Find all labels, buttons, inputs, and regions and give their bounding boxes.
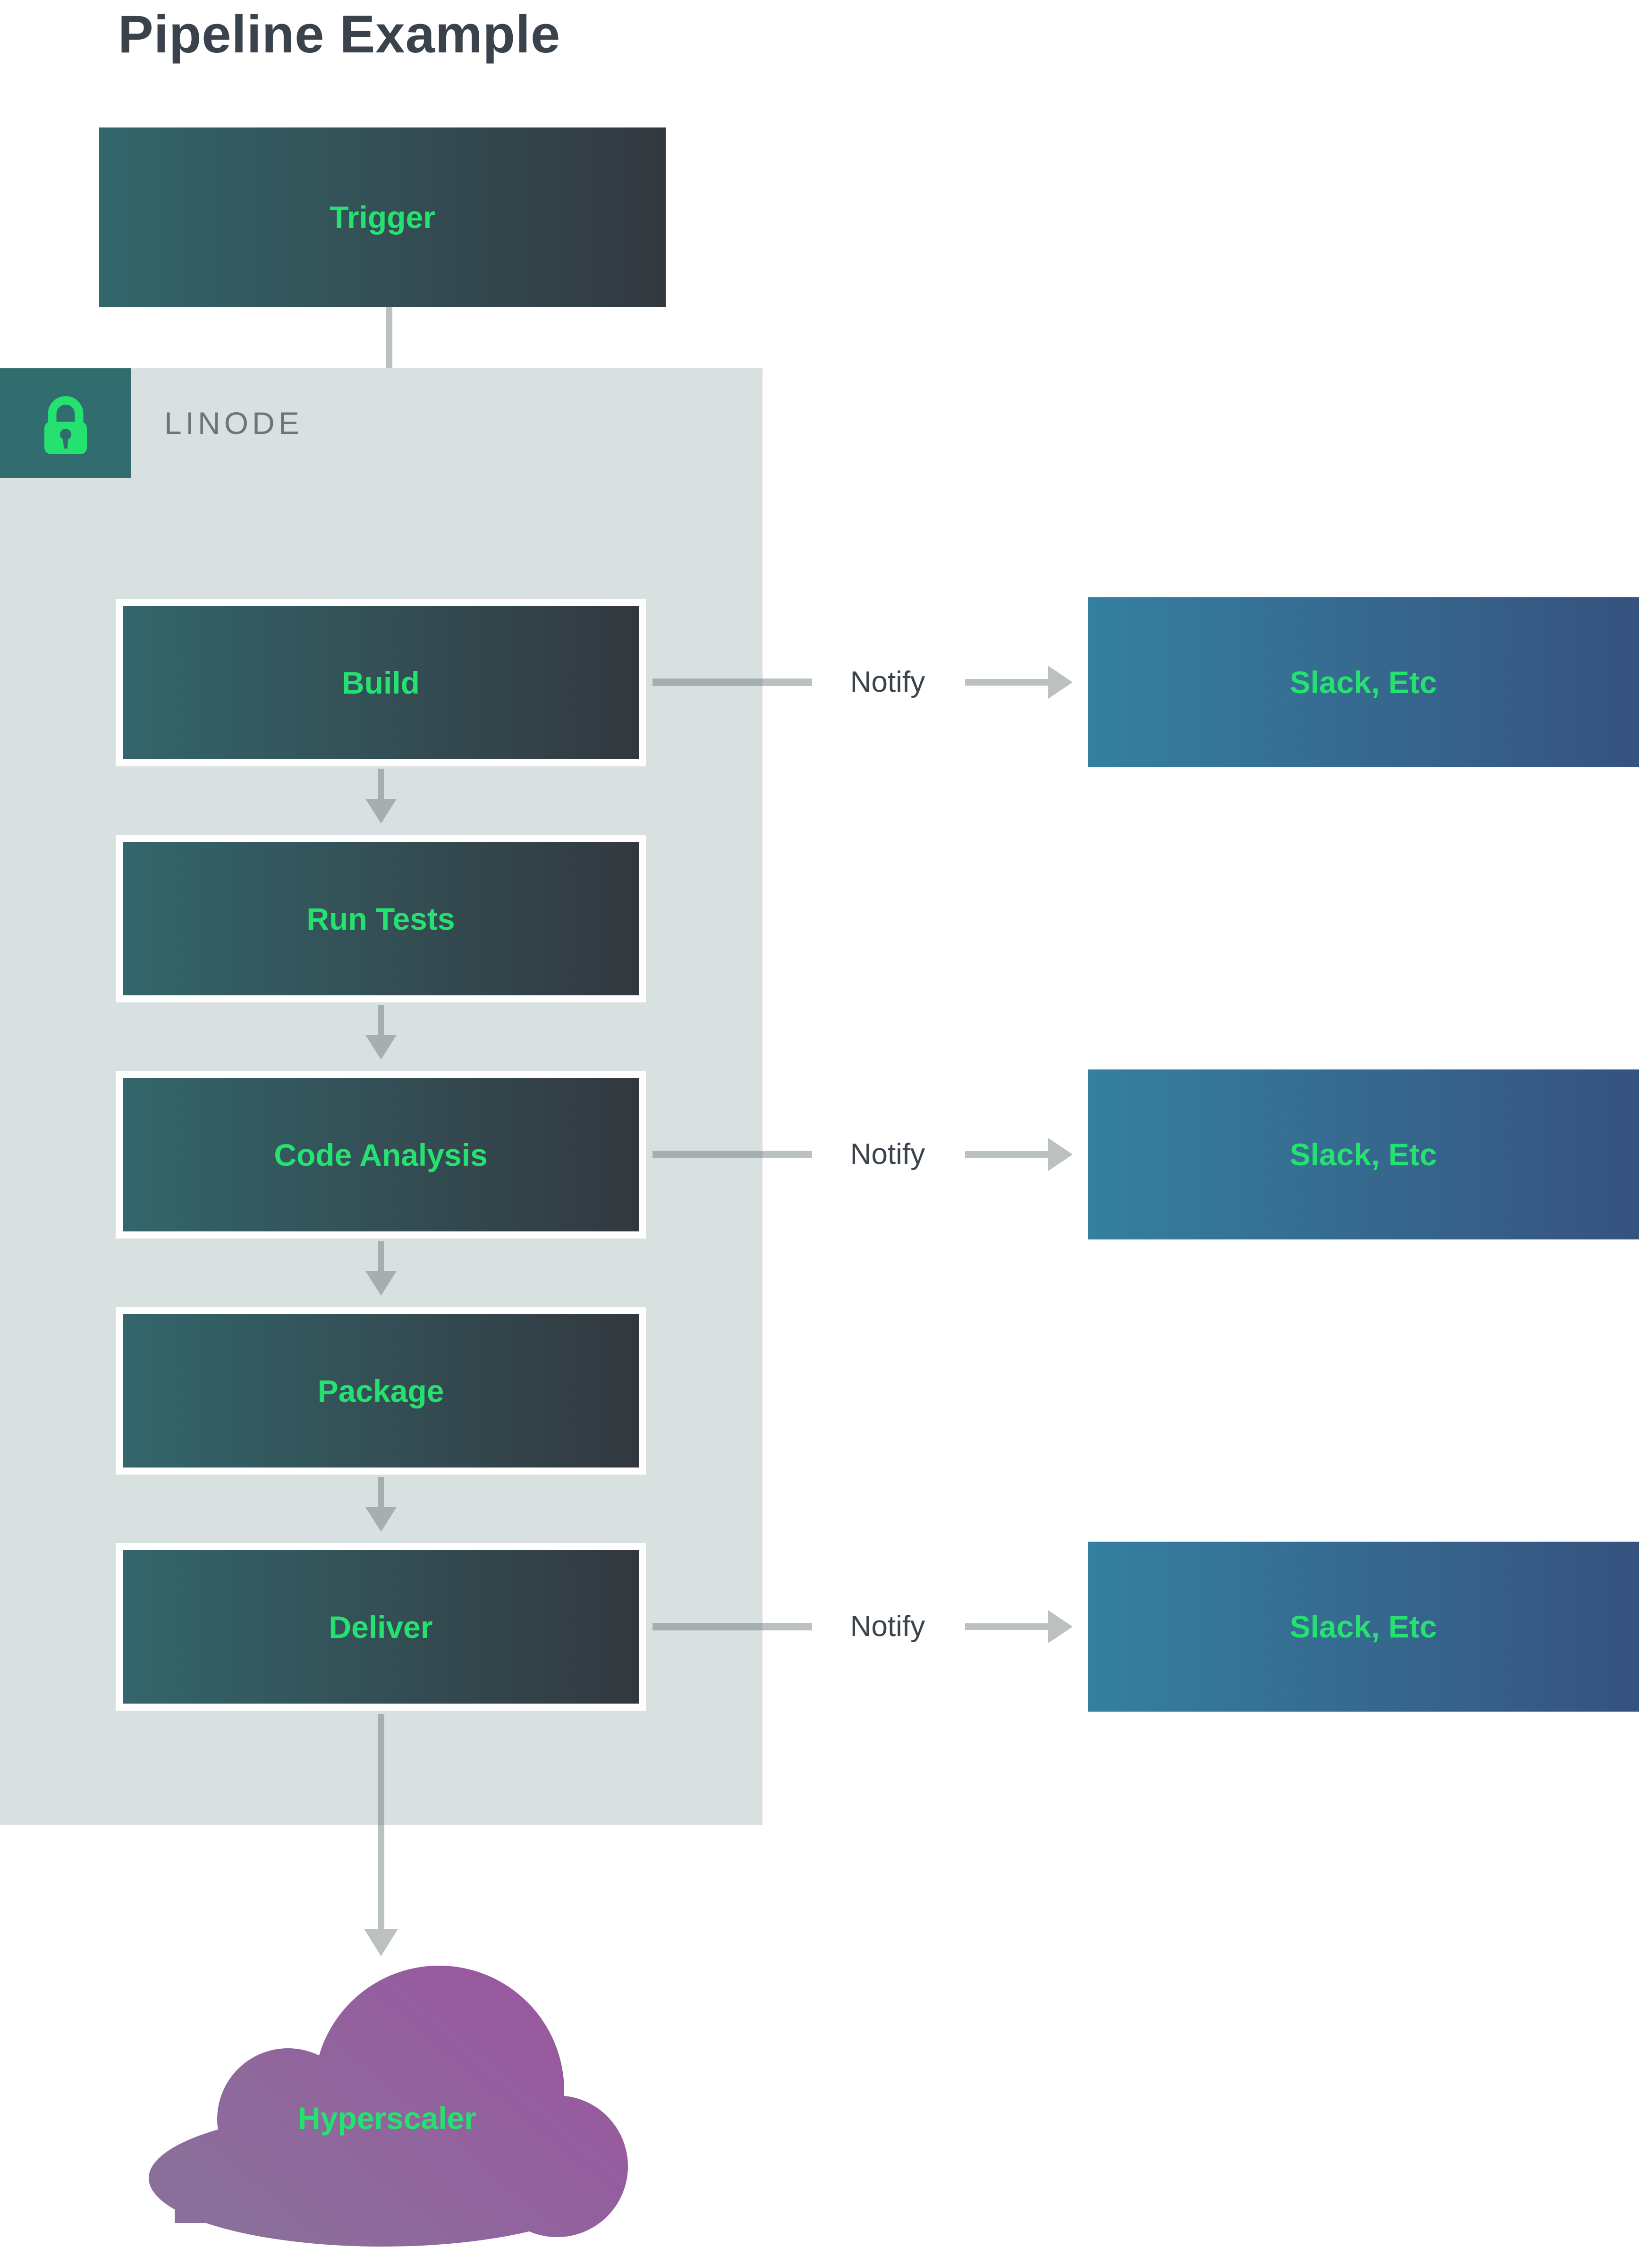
arrow-deliver-to-cloud-tail (378, 1714, 384, 1929)
notify-connector-codeanalysis (652, 1151, 812, 1158)
stage-label-package: Package (317, 1373, 444, 1408)
notify-target-box-codeanalysis: Slack, Etc (1088, 1069, 1639, 1239)
stage-label-code-analysis: Code Analysis (274, 1137, 488, 1172)
notify-arrow-codeanalysis-line (965, 1151, 1048, 1158)
arrow-package-to-deliver-tail (378, 1477, 384, 1507)
notify-target-label-deliver: Slack, Etc (1289, 1609, 1437, 1644)
linode-zone-label: LINODE (164, 406, 303, 441)
notify-label-codeanalysis: Notify (850, 1138, 925, 1171)
page-title: Pipeline Example (118, 5, 561, 64)
stage-box-run-tests: Run Tests (116, 835, 646, 1002)
notify-arrow-build-head (1048, 666, 1073, 699)
stage-box-package: Package (116, 1307, 646, 1475)
notify-label-deliver: Notify (850, 1610, 925, 1643)
notify-target-box-build: Slack, Etc (1088, 597, 1639, 767)
notify-target-box-deliver: Slack, Etc (1088, 1542, 1639, 1712)
notify-arrow-build-line (965, 679, 1048, 686)
notify-target-label-codeanalysis: Slack, Etc (1289, 1137, 1437, 1172)
arrow-deliver-to-cloud-head (364, 1929, 398, 1956)
notify-arrow-deliver-line (965, 1623, 1048, 1630)
notify-arrow-codeanalysis-head (1048, 1138, 1073, 1171)
arrow-codeanalysis-to-package-tail (378, 1241, 384, 1271)
stage-label-run-tests: Run Tests (306, 901, 455, 936)
notify-connector-deliver (652, 1623, 812, 1630)
arrow-codeanalysis-to-package-head (365, 1271, 397, 1296)
stage-label-deliver: Deliver (329, 1609, 433, 1645)
stage-box-deliver: Deliver (116, 1543, 646, 1711)
trigger-box: Trigger (99, 127, 666, 307)
trigger-label: Trigger (330, 200, 435, 235)
notify-connector-build (652, 679, 812, 686)
lock-icon (44, 396, 87, 454)
arrow-build-to-runtests-tail (378, 769, 384, 799)
arrow-runtests-to-codeanalysis-tail (378, 1005, 384, 1035)
lock-badge (0, 368, 131, 478)
stage-box-code-analysis: Code Analysis (116, 1071, 646, 1239)
stage-label-build: Build (342, 665, 420, 700)
notify-arrow-deliver-head (1048, 1610, 1073, 1643)
cloud-shape (149, 1966, 628, 2247)
hyperscaler-label: Hyperscaler (298, 2101, 476, 2136)
notify-label-build: Notify (850, 666, 925, 698)
arrow-package-to-deliver-head (365, 1507, 397, 1532)
arrow-runtests-to-codeanalysis-head (365, 1035, 397, 1060)
hyperscaler-cloud (149, 1966, 628, 2247)
stage-box-build: Build (116, 599, 646, 766)
arrow-build-to-runtests-head (365, 799, 397, 823)
notify-target-label-build: Slack, Etc (1289, 665, 1437, 700)
